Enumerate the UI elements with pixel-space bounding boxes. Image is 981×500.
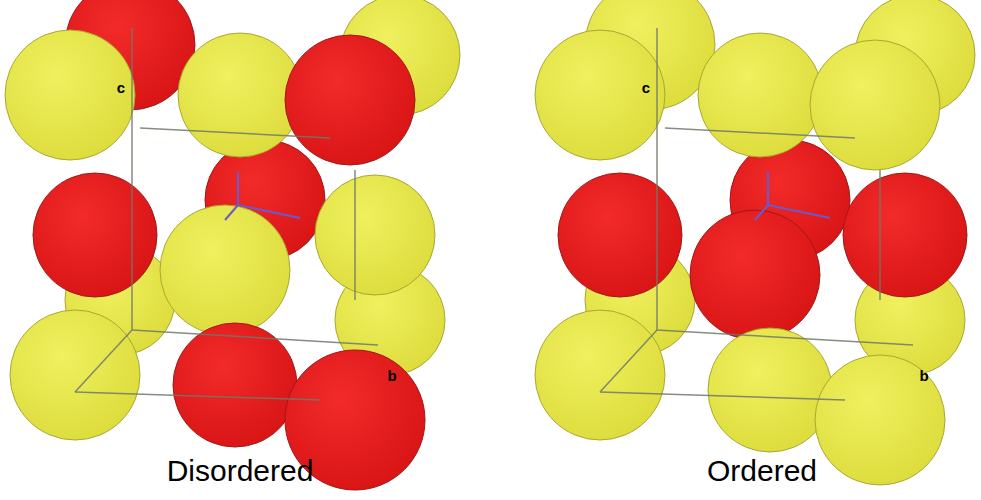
yellow-atom [535, 30, 665, 160]
yellow-atom [708, 328, 832, 452]
yellow-atom [10, 310, 140, 440]
red-atom [173, 323, 297, 447]
cell-edges [75, 28, 378, 400]
structure-caption: Ordered [707, 454, 817, 487]
yellow-atom [535, 310, 665, 440]
axis-label: b [387, 368, 396, 385]
disordered-cell [5, 0, 460, 490]
red-atom [843, 173, 967, 297]
yellow-atom [810, 40, 940, 170]
axis-triad [225, 172, 300, 220]
axis-label: c [642, 80, 650, 97]
axis-triad [755, 172, 830, 220]
red-atom [285, 35, 415, 165]
yellow-atom [160, 205, 290, 335]
red-atom [33, 173, 157, 297]
structure-caption: Disordered [167, 454, 314, 487]
red-atom [690, 210, 820, 340]
ordered-cell [535, 0, 975, 485]
axis-label: b [919, 368, 928, 385]
axis-label: c [117, 80, 125, 97]
red-atom [558, 173, 682, 297]
yellow-atom [315, 175, 435, 295]
cell-edges [600, 28, 913, 400]
yellow-atom [698, 33, 822, 157]
yellow-atom [815, 355, 945, 485]
yellow-atom [5, 30, 135, 160]
yellow-atom [178, 33, 302, 157]
